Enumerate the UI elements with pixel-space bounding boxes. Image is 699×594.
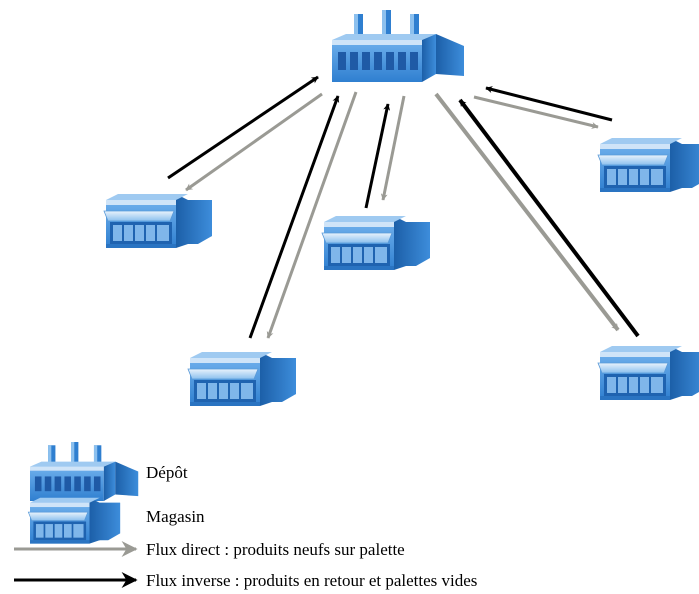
store-bottom-right-shop-icon	[597, 345, 699, 401]
legend-depot-factory-icon	[30, 442, 139, 502]
store-middle-shop-icon	[321, 215, 431, 271]
depot-factory-icon	[332, 10, 464, 82]
inverse-flow-arrow-left-store	[167, 75, 319, 180]
store-bottom-left-shop-icon	[187, 351, 297, 407]
store-left-shop-icon	[103, 193, 213, 249]
inverse-flow-arrow-bottom-left-store	[248, 95, 340, 339]
legend-store-label: Magasin	[146, 507, 205, 526]
inverse-flow-arrow-right-store	[485, 86, 613, 122]
direct-flow-arrow-bottom-left-store	[266, 91, 358, 339]
direct-flow-arrow-bottom-right-store	[434, 92, 620, 332]
direct-flow-arrow-middle-store	[380, 95, 406, 201]
inverse-flow-arrow-bottom-right-store	[458, 98, 640, 338]
legend-depot-label: Dépôt	[146, 463, 188, 482]
legend-inverse-flow-label: Flux inverse : produits en retour et pal…	[146, 571, 478, 590]
inverse-flow-arrow-middle-store	[364, 103, 391, 209]
direct-flow-arrow-left-store	[185, 92, 323, 192]
legend-store-shop-icon	[27, 497, 121, 545]
store-right-shop-icon	[597, 137, 699, 193]
direct-flow-arrow-right-store	[473, 95, 599, 129]
legend-direct-flow-label: Flux direct : produits neufs sur palette	[146, 540, 405, 559]
